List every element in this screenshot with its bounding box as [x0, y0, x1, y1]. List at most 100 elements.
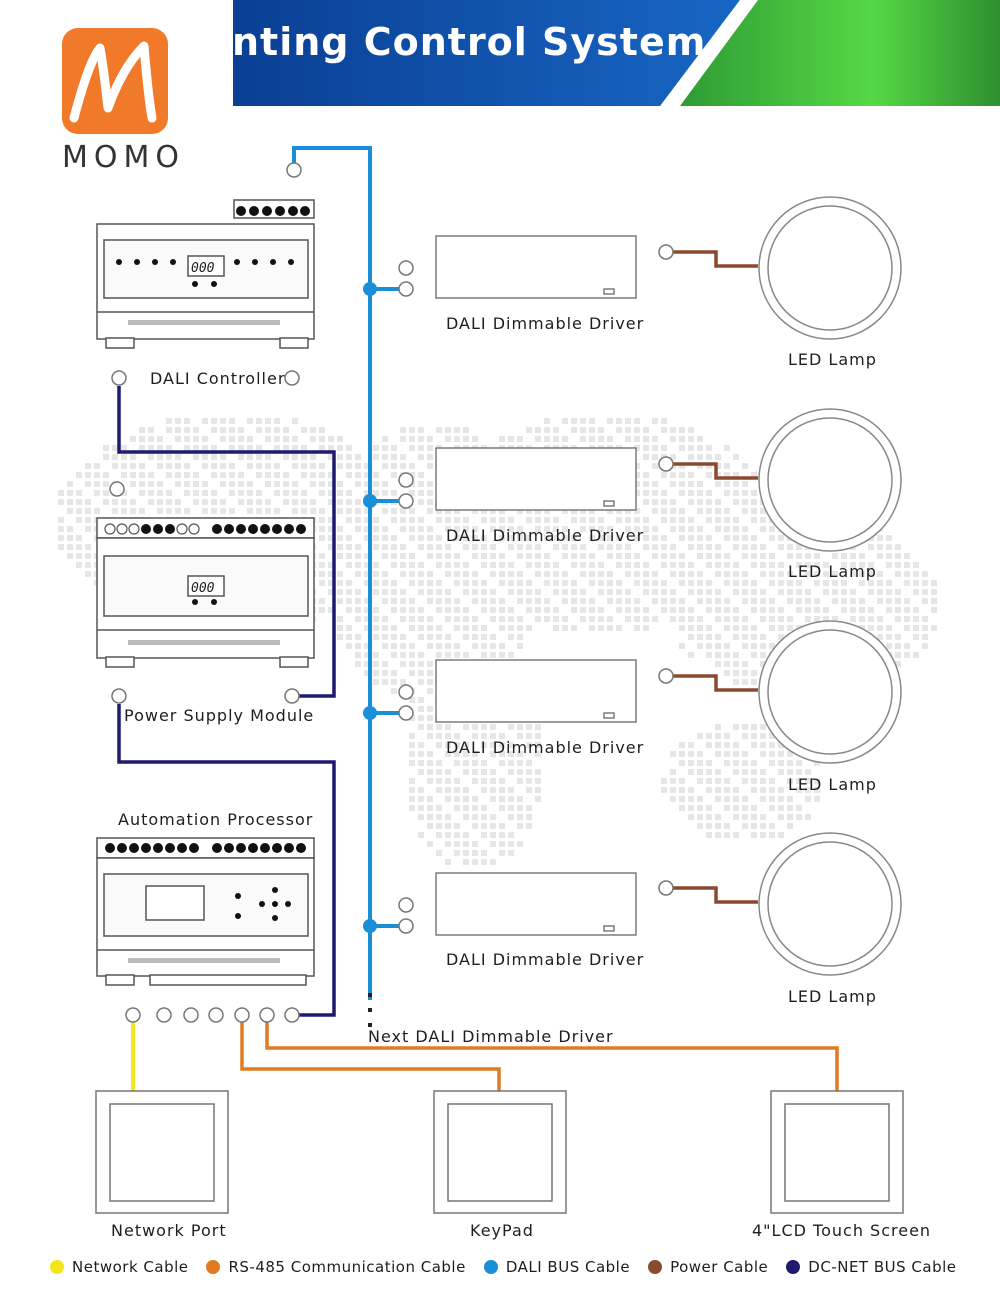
map-dot — [337, 490, 343, 496]
map-dot — [319, 472, 325, 478]
map-dot — [913, 616, 919, 622]
map-dot — [580, 418, 586, 424]
map-dot — [436, 823, 442, 829]
map-dot — [409, 643, 415, 649]
map-dot — [220, 436, 226, 442]
map-dot — [796, 760, 802, 766]
map-dot — [355, 562, 361, 568]
connector-ports — [109, 162, 674, 1023]
map-dot — [769, 526, 775, 532]
map-dot — [526, 562, 532, 568]
map-dot — [409, 652, 415, 658]
map-dot — [94, 463, 100, 469]
legend-dali-bus-cable: DALI BUS Cable — [483, 1258, 630, 1276]
map-dot — [481, 652, 487, 658]
map-dot — [364, 535, 370, 541]
map-dot — [391, 562, 397, 568]
map-dot — [265, 427, 271, 433]
map-dot — [688, 454, 694, 460]
map-dot — [130, 481, 136, 487]
map-dot — [670, 787, 676, 793]
map-dot — [796, 778, 802, 784]
map-dot — [94, 472, 100, 478]
map-dot — [130, 436, 136, 442]
map-dot — [715, 481, 721, 487]
map-dot — [715, 724, 721, 730]
map-dot — [337, 481, 343, 487]
map-dot — [670, 769, 676, 775]
map-dot — [778, 580, 784, 586]
map-dot — [337, 535, 343, 541]
map-dot — [850, 562, 856, 568]
map-dot — [175, 463, 181, 469]
map-dot — [751, 472, 757, 478]
map-dot — [706, 634, 712, 640]
map-dot — [535, 571, 541, 577]
map-dot — [895, 661, 901, 667]
map-dot — [463, 796, 469, 802]
map-dot — [157, 445, 163, 451]
map-dot — [787, 796, 793, 802]
map-dot — [355, 526, 361, 532]
map-dot — [310, 436, 316, 442]
map-dot — [832, 553, 838, 559]
map-dot — [679, 616, 685, 622]
map-dot — [499, 796, 505, 802]
map-dot — [679, 427, 685, 433]
map-dot — [103, 481, 109, 487]
map-dot — [706, 607, 712, 613]
map-dot — [814, 580, 820, 586]
map-dot — [202, 481, 208, 487]
map-dot — [724, 535, 730, 541]
map-dot — [715, 616, 721, 622]
map-dot — [427, 571, 433, 577]
map-dot — [481, 625, 487, 631]
map-dot — [346, 553, 352, 559]
map-dot — [364, 607, 370, 613]
map-dot — [508, 724, 514, 730]
map-dot — [733, 589, 739, 595]
map-dot — [418, 760, 424, 766]
map-dot — [94, 481, 100, 487]
map-dot — [427, 535, 433, 541]
map-dot — [265, 463, 271, 469]
map-dot — [490, 553, 496, 559]
map-dot — [895, 571, 901, 577]
map-dot — [472, 733, 478, 739]
cable-legend: Network Cable RS-485 Communication Cable… — [50, 1258, 967, 1276]
map-dot — [382, 490, 388, 496]
map-dot — [373, 607, 379, 613]
map-dot — [427, 733, 433, 739]
map-dot — [499, 751, 505, 757]
map-dot — [625, 544, 631, 550]
map-dot — [139, 436, 145, 442]
map-dot — [670, 544, 676, 550]
map-dot — [706, 787, 712, 793]
map-dot — [490, 859, 496, 865]
map-dot — [706, 832, 712, 838]
map-dot — [688, 436, 694, 442]
map-dot — [535, 517, 541, 523]
map-dot — [697, 805, 703, 811]
map-dot — [742, 490, 748, 496]
map-dot — [553, 571, 559, 577]
map-dot — [661, 418, 667, 424]
map-dot — [715, 553, 721, 559]
map-dot — [238, 481, 244, 487]
map-dot — [463, 724, 469, 730]
map-dot — [616, 535, 622, 541]
map-dot — [355, 553, 361, 559]
map-dot — [193, 490, 199, 496]
map-dot — [274, 436, 280, 442]
map-dot — [364, 517, 370, 523]
map-dot — [634, 553, 640, 559]
map-dot — [328, 589, 334, 595]
map-dot — [796, 580, 802, 586]
map-dot — [337, 526, 343, 532]
map-dot — [346, 580, 352, 586]
map-dot — [607, 544, 613, 550]
map-dot — [355, 616, 361, 622]
map-dot — [508, 805, 514, 811]
map-dot — [409, 607, 415, 613]
map-dot — [742, 634, 748, 640]
